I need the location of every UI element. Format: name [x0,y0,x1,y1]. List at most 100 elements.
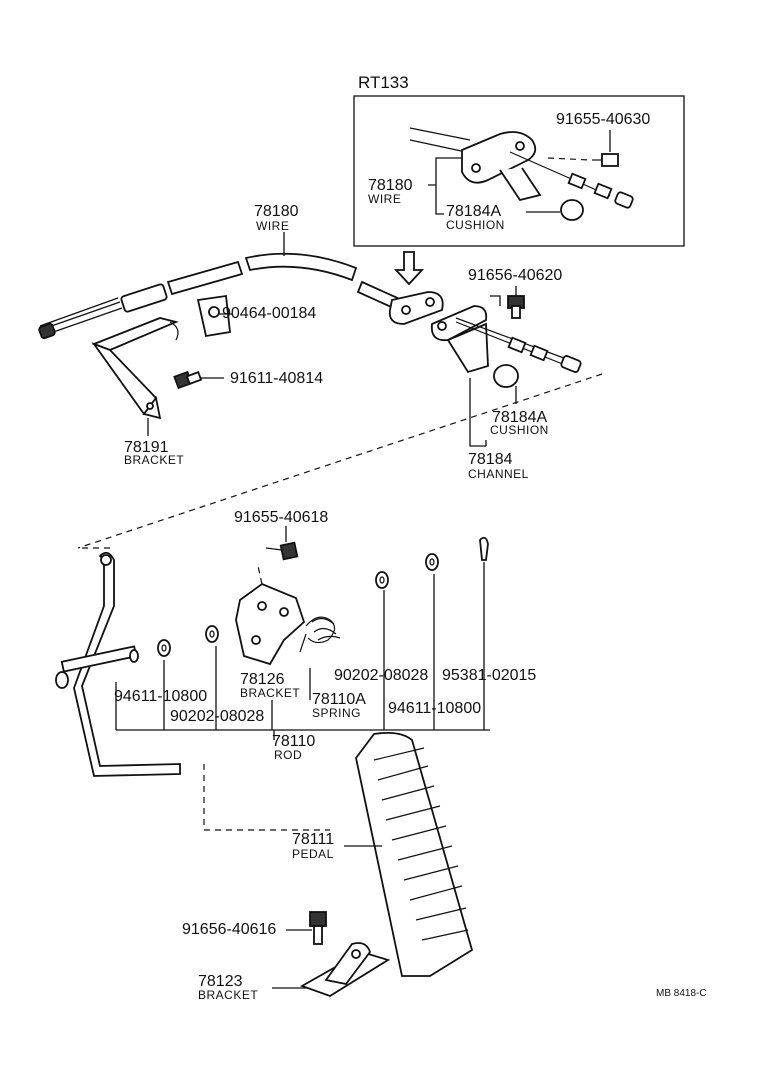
rod-shaft [60,645,138,673]
cushion-number: 78184A [492,409,547,426]
pedal-number: 78111 [292,831,334,848]
inset-bolt-label: 91655-40630 [556,111,650,128]
pin-label: 95381-02015 [442,667,536,684]
rod-name: ROD [274,748,302,762]
wire-sheath [244,252,358,282]
rod-dash-line [203,764,330,831]
bolt-91656-40616-label: 91656-40616 [182,921,276,938]
assembly-dash-line [77,373,603,549]
bracket-top-flange [91,317,179,351]
inset-cable-ball [614,191,634,209]
spring-coil-2 [311,617,341,641]
bolt-91655-40618: 91655-40618 [234,509,328,561]
washer-1-hole [161,644,167,652]
washer-2-icon [205,625,219,643]
washer-2-hole [209,630,215,638]
channel-cable-nut [507,336,527,354]
rod-group-leaders [115,562,490,740]
bolt-91656-40620-label: 91656-40620 [468,267,562,284]
bolt-91655-40618-shank [265,547,283,551]
pedal-body [355,731,474,977]
bracket-arm [91,342,158,416]
inset-arrow [393,251,425,286]
channel-cable-nut-2 [529,344,549,362]
bracket-78191: 78191 BRACKET [91,317,184,467]
bracket-78123: 78123 BRACKET [198,942,391,1002]
channel-cable-ball [560,355,582,373]
inset-cable-end-2 [593,182,613,200]
washer-3-icon [375,571,389,589]
inset-frame [353,95,685,247]
cushion-icon [493,364,519,388]
rod-78110 [55,547,330,831]
clip-90464: 90464-00184 [196,294,316,338]
washer-1-icon [157,639,171,657]
spring-name: SPRING [312,706,361,720]
bracket-78126-hole [257,601,267,611]
bolt-91655-40618-head [279,541,299,561]
spring-coil [305,616,336,644]
bracket-78191-name: BRACKET [124,453,184,467]
bracket-78126-body [235,582,306,666]
inset-cushion-icon [560,199,584,221]
washer-3-label: 90202-08028 [334,667,428,684]
bolt-91656-40620-shank [511,305,521,319]
rod-eye [100,554,112,566]
pin-icon [479,536,489,561]
inset-cable-end [567,172,587,190]
bracket-78126: 78126 BRACKET [235,565,306,700]
inset-bolt-dash [547,157,591,161]
bracket-hole [146,402,154,410]
washer-1-label: 94611-10800 [114,688,207,705]
bracket-78123-number: 78123 [198,973,243,990]
rod-shaft-end [55,671,69,689]
inset-wire-sheath [409,127,471,153]
washer-4-icon [425,553,439,571]
wire-adjust-nut [120,283,168,313]
bracket-78126-name: BRACKET [240,686,300,700]
channel-plate-hole-2 [425,297,435,307]
inset-cushion-name: CUSHION [446,218,505,232]
channel-leader [469,378,487,447]
spring-leg [299,633,307,653]
bracket-78126-dash [257,565,263,585]
pedal-name: PEDAL [292,847,334,861]
clip-label: 90464-00184 [222,305,316,322]
channel-wire-plate [388,291,444,325]
pedal-78111: 78111 PEDAL [292,731,474,977]
inset-wire-name: WIRE [368,192,401,206]
spring-78110a: 78110A SPRING [299,616,366,720]
washer-2-label: 90202-08028 [170,708,264,725]
cushion-name: CUSHION [490,423,549,437]
wire-boot [166,260,244,296]
channel-plate-hole [401,305,411,315]
washer-3-hole [379,576,385,584]
inset-rt133: RT133 91655-40630 78184A CUSHION 78180 W… [353,73,685,247]
bracket-78123-name: BRACKET [198,988,258,1002]
bracket-78126-hole-2 [279,607,289,617]
bolt-91611-label: 91611-40814 [230,370,323,387]
bolt-91656-40620-bracket [490,295,501,306]
channel-hole [437,321,447,331]
wire-end-nut [38,322,56,340]
bolt-91656-40616-shank [313,925,323,945]
inset-channel-tab [499,167,542,202]
bolt-91656-40616-head [309,911,327,927]
inset-wire-leader [428,157,462,215]
inset-bolt-head [601,153,619,167]
pedal-ribs [373,747,469,941]
channel-assembly: 78184A CUSHION 78184 CHANNEL 91656-40620 [388,267,582,481]
inset-title: RT133 [358,73,409,92]
wire-number: 78180 [254,203,299,220]
bracket-78126-number: 78126 [240,671,285,688]
washer-4-hole [429,558,435,566]
bolt-91611: 91611-40814 [173,370,323,390]
bolt-91656-40616: 91656-40616 [182,911,327,945]
bracket-78191-number: 78191 [124,439,169,456]
channel-name: CHANNEL [468,467,529,481]
rod-body [73,551,181,777]
bracket-78123-hole [351,949,361,959]
rod-shaft-end-2 [129,649,139,663]
